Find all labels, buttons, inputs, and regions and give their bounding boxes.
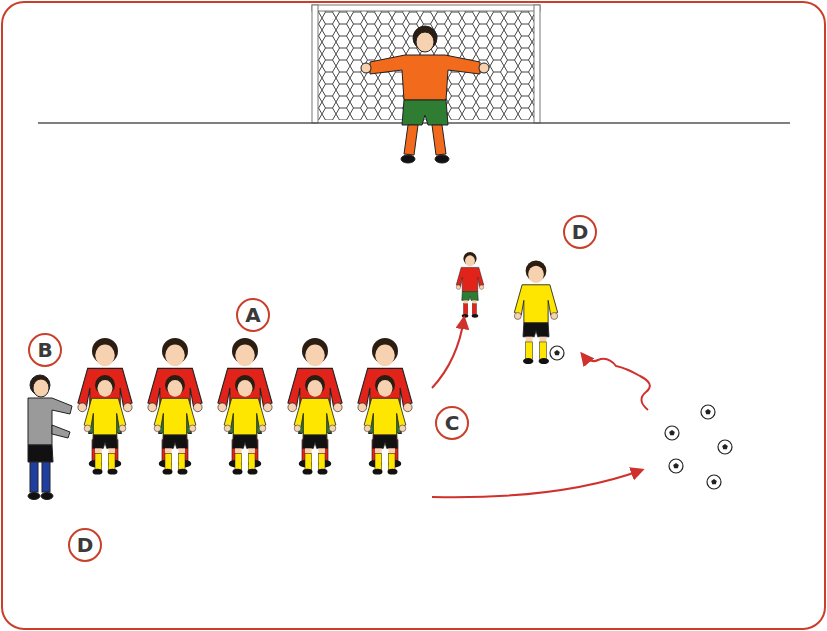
callout-letter: D bbox=[68, 528, 102, 562]
callout-letter: D bbox=[563, 215, 597, 249]
callout-text: D bbox=[572, 222, 589, 242]
callout-text: A bbox=[245, 305, 260, 325]
movement-arrows bbox=[432, 318, 650, 497]
callout-letter: A bbox=[236, 298, 270, 332]
coach bbox=[28, 375, 72, 500]
callout-text: D bbox=[77, 535, 94, 555]
callout-text: B bbox=[37, 340, 52, 360]
defender-with-ball bbox=[514, 261, 564, 365]
yellow-row bbox=[84, 375, 406, 475]
callout-text: C bbox=[445, 413, 460, 433]
attacker-near-goal bbox=[456, 252, 484, 318]
callout-letter: B bbox=[28, 333, 62, 367]
goalkeeper bbox=[361, 26, 489, 163]
callout-letter: C bbox=[435, 406, 469, 440]
balls bbox=[665, 405, 732, 489]
